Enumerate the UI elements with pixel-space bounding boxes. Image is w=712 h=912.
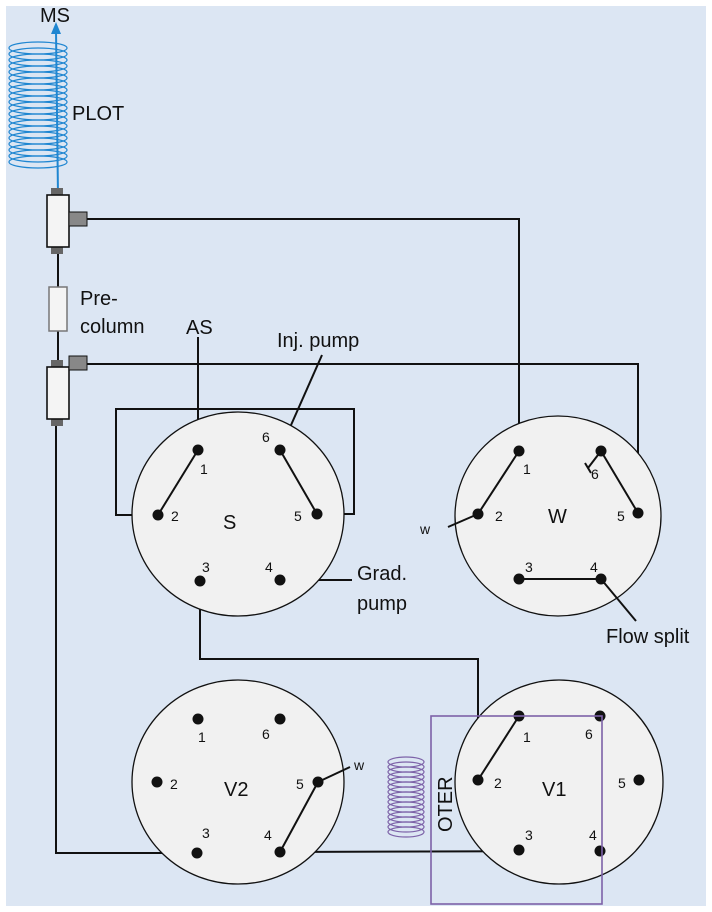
inj-pump-label: Inj. pump <box>277 330 359 352</box>
svg-text:2: 2 <box>494 775 502 791</box>
svg-text:6: 6 <box>262 726 270 742</box>
svg-text:2: 2 <box>170 776 178 792</box>
svg-text:4: 4 <box>589 827 597 843</box>
valve-s: 1 6 2 5 3 4 S <box>131 411 345 617</box>
svg-text:2: 2 <box>171 508 179 524</box>
svg-text:5: 5 <box>617 508 625 524</box>
svg-text:3: 3 <box>525 827 533 843</box>
plot-coil <box>8 41 68 169</box>
svg-text:1: 1 <box>523 729 531 745</box>
svg-text:5: 5 <box>294 508 302 524</box>
valve-w: 1 6 2 5 3 4 W w <box>419 415 662 622</box>
plot-label: PLOT <box>72 103 124 125</box>
valve-w-label: W <box>548 506 567 528</box>
valve-v1: 1 6 2 5 3 4 V1 <box>454 679 664 885</box>
svg-text:4: 4 <box>264 827 272 843</box>
as-label: AS <box>186 317 213 339</box>
svg-text:6: 6 <box>585 726 593 742</box>
svg-text:1: 1 <box>198 729 206 745</box>
oter-coil <box>387 756 425 838</box>
svg-text:1: 1 <box>523 461 531 477</box>
svg-text:1: 1 <box>200 461 208 477</box>
pre-column-label-line2: column <box>80 316 144 338</box>
pre-column <box>48 286 68 332</box>
ms-label: MS <box>40 5 70 27</box>
valve-v1-label: V1 <box>542 779 566 801</box>
ms-arrow-head <box>51 22 61 34</box>
svg-text:3: 3 <box>202 559 210 575</box>
svg-text:3: 3 <box>525 559 533 575</box>
grad-pump-label-line1: Grad. <box>357 563 407 585</box>
svg-text:4: 4 <box>265 559 273 575</box>
svg-text:2: 2 <box>495 508 503 524</box>
oter-enclosure <box>430 715 603 905</box>
svg-text:6: 6 <box>262 429 270 445</box>
svg-text:3: 3 <box>202 825 210 841</box>
pre-column-label-line1: Pre- <box>80 288 118 310</box>
svg-text:5: 5 <box>618 775 626 791</box>
oter-label: OTER <box>435 776 457 832</box>
valve-s-label: S <box>223 512 236 534</box>
svg-text:5: 5 <box>296 776 304 792</box>
upper-tee-fitting <box>46 188 88 254</box>
valve-v2-label: V2 <box>224 779 248 801</box>
v2-waste-label: w <box>353 757 365 773</box>
svg-text:4: 4 <box>590 559 598 575</box>
lower-tee-fitting <box>46 355 88 426</box>
svg-text:6: 6 <box>591 466 599 482</box>
valve-v2: 1 6 2 5 3 4 V2 w <box>131 679 365 885</box>
w-valve-waste-label: w <box>419 521 431 537</box>
plot-outlet-line <box>55 29 59 197</box>
flow-split-label: Flow split <box>606 626 690 648</box>
grad-pump-label-line2: pump <box>357 593 407 615</box>
